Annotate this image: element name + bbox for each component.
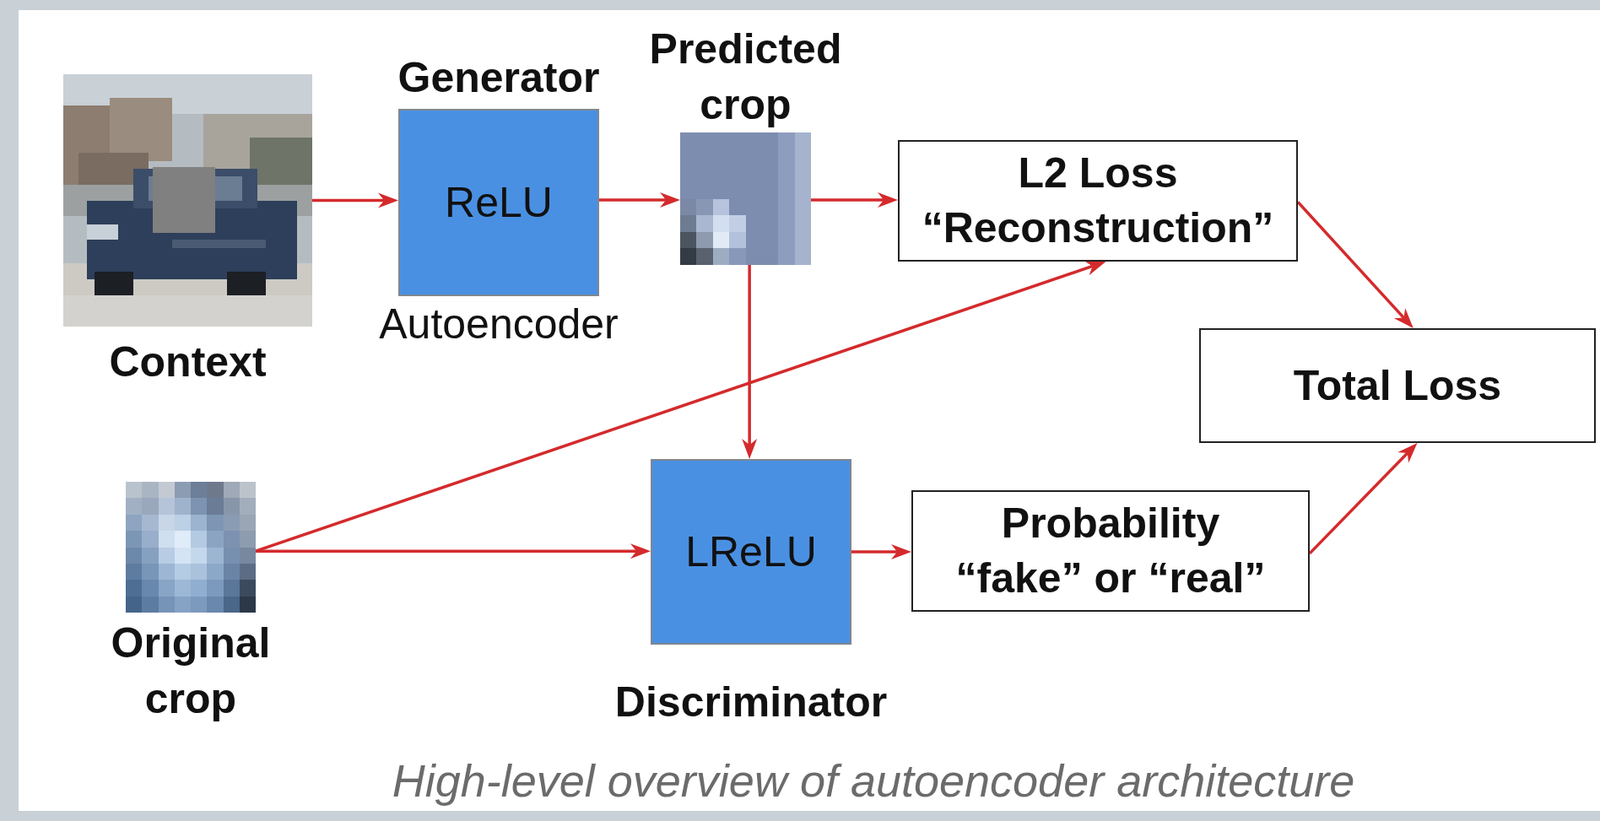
predicted-crop-node: Predicted crop bbox=[680, 132, 811, 265]
node-heading: Predicted crop bbox=[636, 21, 856, 133]
box-label: Probability bbox=[1001, 496, 1220, 552]
arrowhead bbox=[630, 543, 651, 559]
arrow-connector bbox=[1297, 201, 1414, 329]
arrowhead bbox=[877, 192, 898, 208]
node-heading: Generator bbox=[398, 49, 600, 106]
connector-line bbox=[312, 199, 384, 203]
arrow-connector bbox=[741, 264, 757, 460]
node-heading: Autoencoder bbox=[378, 296, 619, 352]
arrowhead bbox=[1084, 260, 1107, 276]
context-image bbox=[63, 74, 313, 327]
context-image-node: Context bbox=[63, 74, 313, 327]
box-label: LReLU bbox=[685, 524, 817, 580]
generator-box: GeneratorReLUAutoencoder bbox=[398, 108, 600, 297]
loss-box: L2 Loss“Reconstruction” bbox=[897, 140, 1298, 262]
connector-line bbox=[851, 550, 898, 554]
connector-line bbox=[1297, 201, 1404, 318]
connector-line bbox=[599, 198, 666, 202]
node-heading: Original crop bbox=[81, 615, 301, 727]
box-label: “fake” or “real” bbox=[956, 551, 1266, 606]
original-crop-image bbox=[125, 481, 256, 613]
arrow-connector bbox=[312, 193, 399, 209]
caption: High-level overview of autoencoder archi… bbox=[392, 753, 1356, 809]
original-crop-node: Original crop bbox=[125, 481, 256, 613]
box-label: Total Loss bbox=[1293, 358, 1502, 414]
arrowhead bbox=[741, 438, 757, 460]
predicted-crop-image bbox=[680, 132, 811, 265]
box-label: “Reconstruction” bbox=[922, 200, 1275, 256]
connector-line bbox=[747, 264, 752, 445]
arrow-connector bbox=[599, 192, 681, 208]
probability-box: Probability“fake” or “real” bbox=[911, 490, 1310, 612]
node-heading: Discriminator bbox=[615, 674, 887, 730]
box-label: ReLU bbox=[444, 175, 553, 231]
arrowhead bbox=[378, 193, 399, 209]
arrow-connector bbox=[810, 192, 898, 208]
node-heading: Context bbox=[108, 334, 266, 390]
arrowhead bbox=[1394, 308, 1414, 329]
discriminator-box: LReLUDiscriminator bbox=[650, 459, 852, 645]
arrow-connector bbox=[1309, 443, 1418, 554]
arrowhead bbox=[1397, 443, 1417, 463]
arrowhead bbox=[891, 544, 912, 560]
arrow-connector bbox=[851, 544, 912, 560]
total-loss-box: Total Loss bbox=[1199, 328, 1596, 444]
arrowhead bbox=[659, 192, 681, 208]
connector-line bbox=[255, 549, 637, 553]
box-label: L2 Loss bbox=[1018, 145, 1179, 201]
connector-line bbox=[810, 198, 884, 202]
arrow-connector bbox=[255, 543, 651, 559]
connector-line bbox=[1309, 453, 1408, 554]
